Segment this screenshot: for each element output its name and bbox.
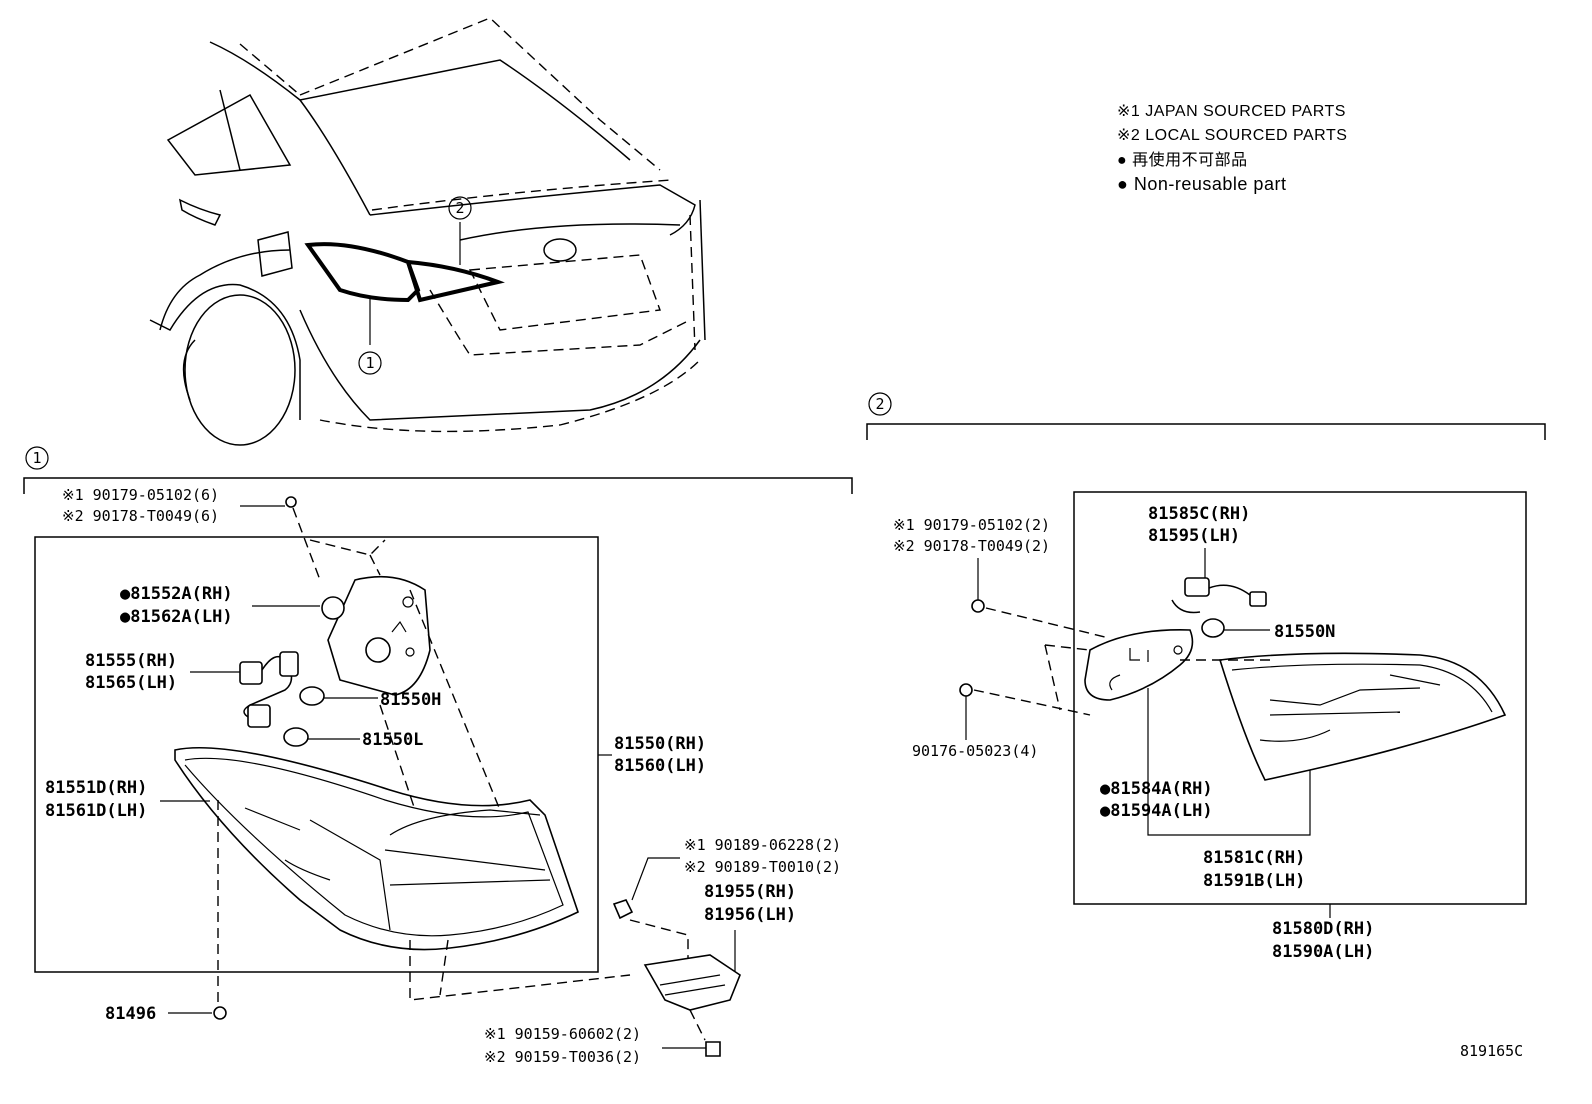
- label-assy-rh: 81550(RH): [614, 734, 706, 754]
- callout-2-car: 2: [448, 196, 472, 220]
- label-s2-bulb: 81550N: [1274, 622, 1335, 642]
- label-lens-rh: 81551D(RH): [45, 778, 147, 798]
- label-screw-top-2: ※2 90178-T0049(6): [62, 507, 219, 525]
- label-screw-bot-1: ※1 90159-60602(2): [484, 1025, 641, 1043]
- label-screw-mid-2: ※2 90189-T0010(2): [684, 858, 841, 876]
- section-1: 1 ※1 90179-05102(6) ※2 90178-T0049(6) ●8…: [23, 446, 853, 1066]
- label-s2-screw-2: ※2 90178-T0049(2): [893, 537, 1050, 555]
- legend: ※1 JAPAN SOURCED PARTS ※2 LOCAL SOURCED …: [1117, 103, 1347, 194]
- label-s2-gasket-lh: ●81594A(LH): [1100, 801, 1213, 821]
- car-rear-illustration: [149, 17, 706, 446]
- svg-text:1: 1: [365, 354, 374, 372]
- section-2: 2 ※1 90179-05102(2) ※2 90178-T0049(2) 90…: [866, 392, 1546, 962]
- label-socket-rh: 81555(RH): [85, 651, 177, 671]
- label-s2-assy-rh: 81580D(RH): [1272, 919, 1374, 939]
- label-s2-screw-1: ※1 90179-05102(2): [893, 516, 1050, 534]
- label-s2-lens-lh: 81591B(LH): [1203, 871, 1305, 891]
- label-assy-lh: 81560(LH): [614, 756, 706, 776]
- label-bracket-lh: 81956(LH): [704, 905, 796, 925]
- label-bulb-h: 81550H: [380, 690, 441, 710]
- label-s2-socket-rh: 81585C(RH): [1148, 504, 1250, 524]
- svg-text:2: 2: [455, 199, 464, 217]
- legend-note-1: ※1 JAPAN SOURCED PARTS: [1117, 103, 1346, 120]
- svg-text:1: 1: [32, 449, 41, 467]
- label-s2-assy-lh: 81590A(LH): [1272, 942, 1374, 962]
- legend-note-2: ※2 LOCAL SOURCED PARTS: [1117, 127, 1347, 144]
- callout-1: [25, 446, 49, 470]
- label-s2-gasket-rh: ●81584A(RH): [1100, 779, 1213, 799]
- label-bracket-rh: 81955(RH): [704, 882, 796, 902]
- label-clip: 81496: [105, 1004, 156, 1024]
- label-screw-mid-1: ※1 90189-06228(2): [684, 836, 841, 854]
- label-screw-top-1: ※1 90179-05102(6): [62, 486, 219, 504]
- label-lens-lh: 81561D(LH): [45, 801, 147, 821]
- legend-non-reusable-en: ● Non-reusable part: [1117, 174, 1286, 194]
- legend-non-reusable-ja: ● 再使用不可部品: [1117, 151, 1248, 169]
- label-s2-socket-lh: 81595(LH): [1148, 526, 1240, 546]
- callout-2: [868, 392, 892, 416]
- label-screw-bot-2: ※2 90159-T0036(2): [484, 1048, 641, 1066]
- callout-1-car: 1: [358, 351, 382, 375]
- label-s2-lens-rh: 81581C(RH): [1203, 848, 1305, 868]
- svg-text:2: 2: [875, 395, 884, 413]
- label-bulb-l: 81550L: [362, 730, 423, 750]
- label-gasket-lh: ●81562A(LH): [120, 607, 233, 627]
- label-s2-nut: 90176-05023(4): [912, 742, 1038, 760]
- label-gasket-rh: ●81552A(RH): [120, 584, 233, 604]
- figure-id: 819165C: [1460, 1042, 1523, 1060]
- label-socket-lh: 81565(LH): [85, 673, 177, 693]
